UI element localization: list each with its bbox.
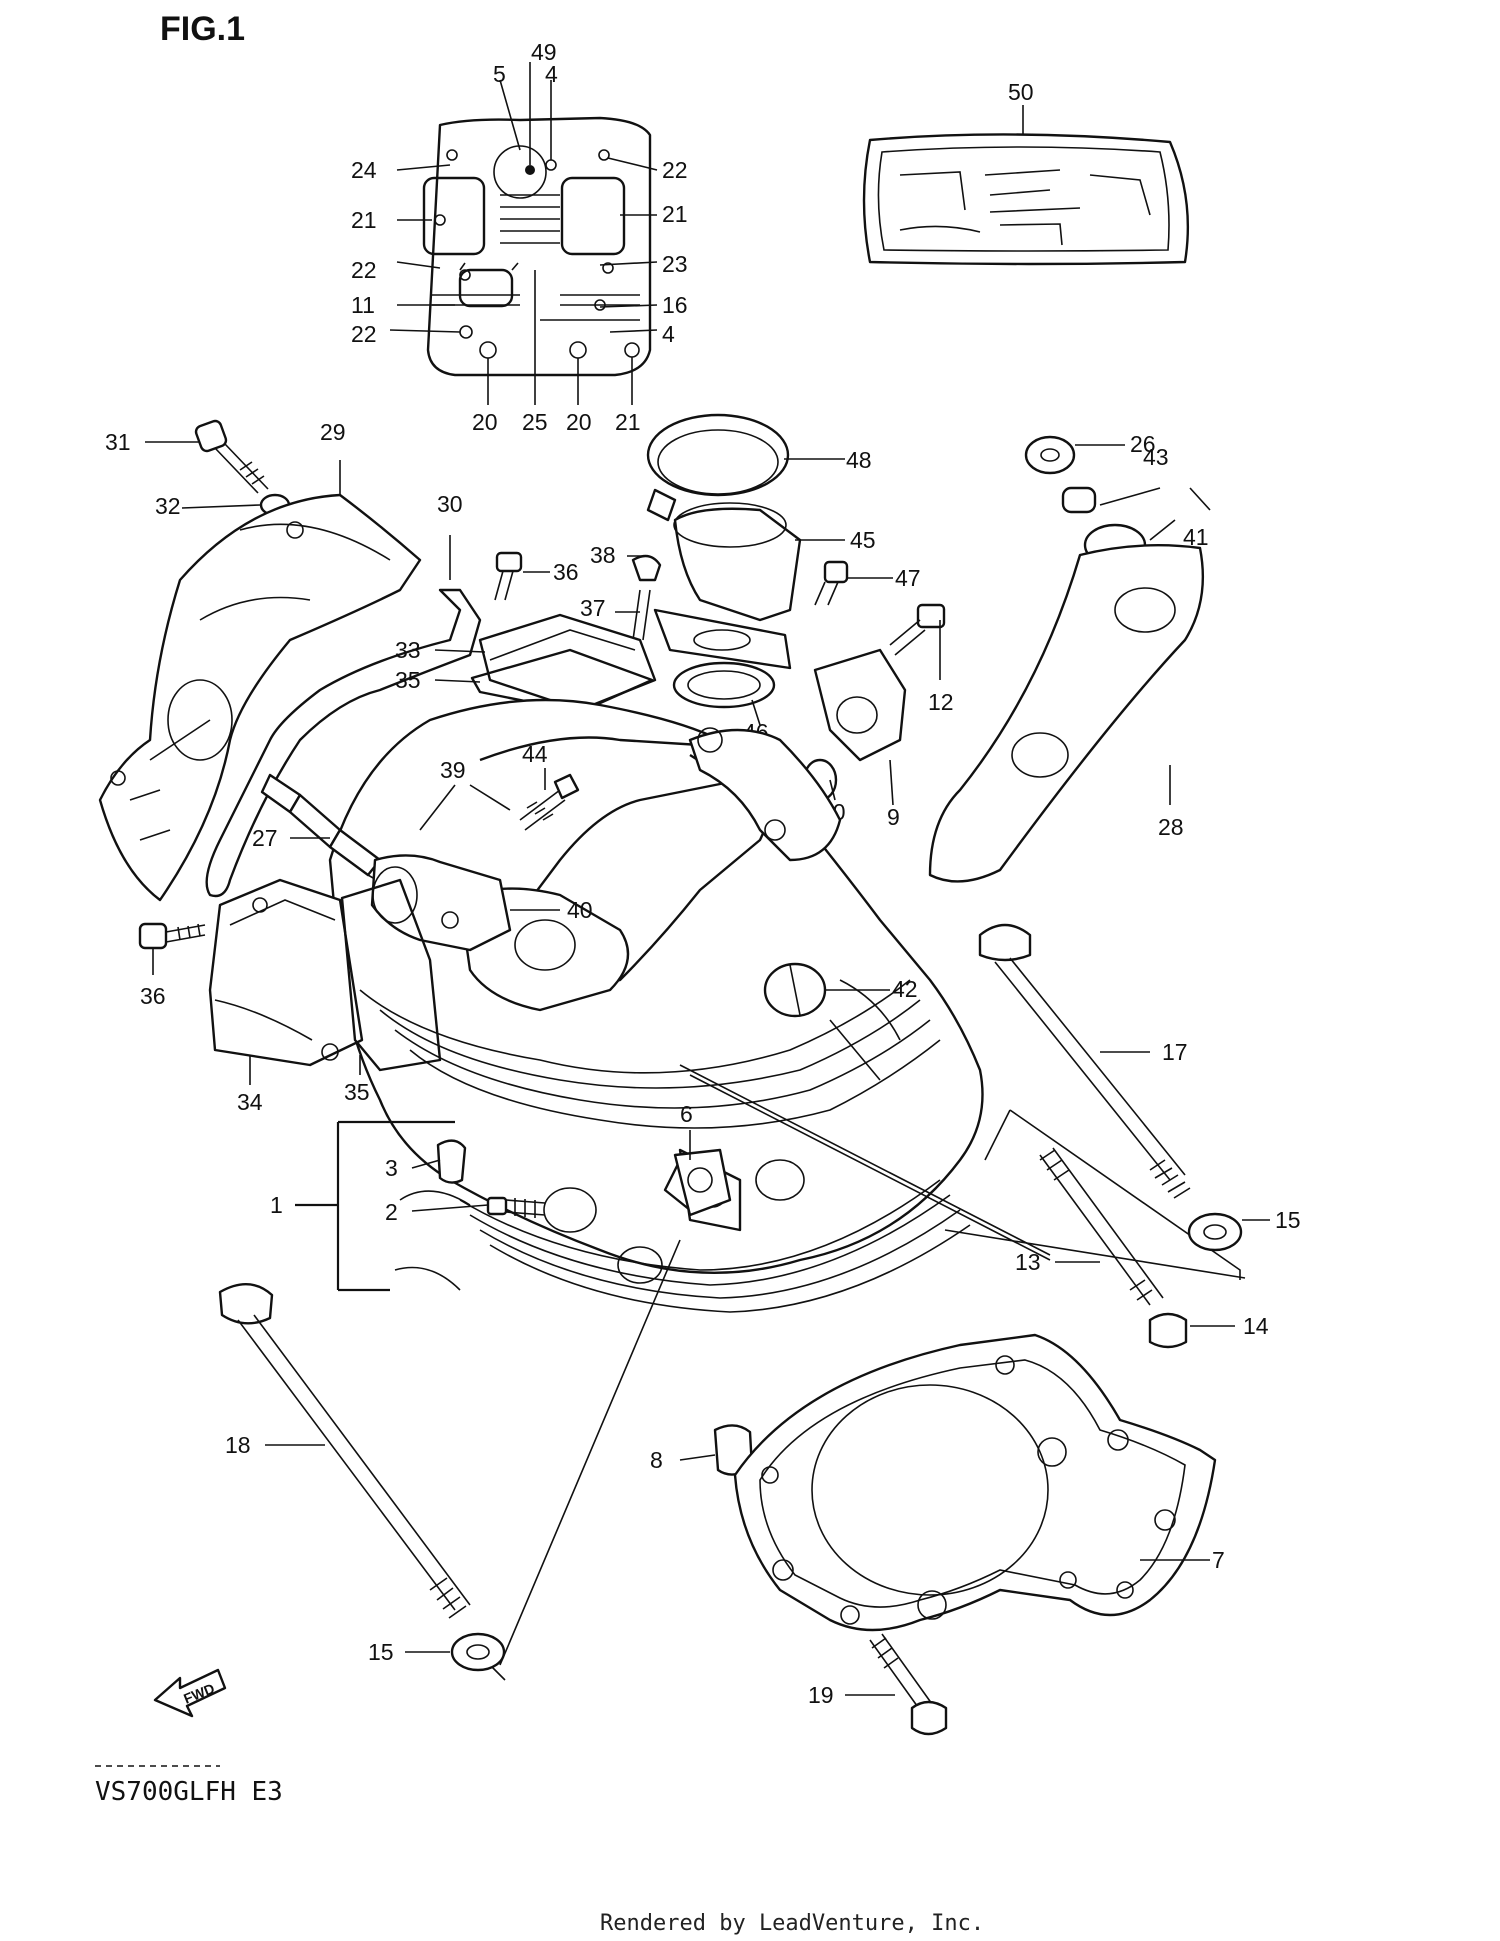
bolt-36-lower [138, 922, 206, 950]
head-gasket-7 [733, 1333, 1217, 1632]
bolt-47 [814, 560, 849, 606]
part-number-label-50: 50 [1008, 79, 1034, 105]
part-number-label-18: 18 [225, 1432, 251, 1458]
part-number-label-28: 28 [1158, 814, 1184, 840]
part-number-label-13: 13 [1015, 1249, 1041, 1275]
spark-plug-27 [260, 773, 393, 883]
part-number-label-22a: 22 [662, 157, 688, 183]
part-number-label-38: 38 [590, 542, 616, 568]
valve-cover-33 [478, 613, 657, 712]
grommet-43 [1061, 486, 1097, 514]
part-number-label-35a: 35 [395, 667, 421, 693]
dowel-3 [436, 1139, 467, 1184]
part-number-label-42: 42 [892, 976, 918, 1002]
part-number-label-2: 2 [385, 1199, 398, 1225]
part-number-label-36a: 36 [553, 559, 579, 585]
bolt-36-top [494, 551, 523, 601]
figure-title: FIG.1 [160, 10, 245, 48]
part-number-label-49: 49 [531, 39, 557, 65]
washer-15-right [1187, 1212, 1243, 1252]
part-number-label-40: 40 [567, 897, 593, 923]
stud-13 [1039, 1147, 1164, 1306]
part-number-label-29: 29 [320, 419, 346, 445]
part-number-label-15a: 15 [1275, 1207, 1301, 1233]
part-number-label-44: 44 [522, 741, 548, 767]
part-number-label-32: 32 [155, 493, 181, 519]
model-code: VS700GLFH E3 [95, 1777, 283, 1807]
sensor-44 [519, 773, 580, 831]
part-number-label-1: 1 [270, 1192, 283, 1218]
part-number-label-21b: 21 [662, 201, 688, 227]
water-outlet-39 [370, 854, 512, 952]
gasket-30 [205, 588, 482, 898]
part-number-label-26: 26 [1130, 431, 1156, 457]
part-number-label-34: 34 [237, 1089, 263, 1115]
part-number-label-24: 24 [351, 157, 377, 183]
part-number-label-47: 47 [895, 565, 921, 591]
valve-cover-34 [208, 878, 364, 1067]
part-number-label-31: 31 [105, 429, 131, 455]
intake-pipe-45 [653, 502, 802, 670]
part-number-label-48: 48 [846, 447, 872, 473]
bolt-12 [889, 603, 946, 656]
part-number-label-39: 39 [440, 757, 466, 783]
intake-gasket-46 [672, 661, 776, 709]
part-number-label-4a: 4 [545, 61, 558, 87]
head-cover-28 [928, 544, 1205, 883]
part-number-label-36b: 36 [140, 983, 166, 1009]
part-number-label-43: 43 [1143, 444, 1169, 470]
part-number-label-22b: 22 [351, 257, 377, 283]
gasket-35-lower [340, 878, 442, 1072]
part-number-label-5: 5 [493, 61, 506, 87]
head-bolt-18 [218, 1283, 471, 1619]
part-number-label-4b: 4 [662, 321, 675, 347]
cylinder-head-1 [328, 698, 984, 1313]
part-number-label-14: 14 [1243, 1313, 1269, 1339]
part-number-label-25: 25 [522, 409, 548, 435]
part-number-label-23: 23 [662, 251, 688, 277]
washer-26 [1024, 435, 1076, 475]
part-number-label-8: 8 [650, 1447, 663, 1473]
side-cover-29 [98, 493, 422, 902]
part-number-label-33: 33 [395, 637, 421, 663]
part-number-label-16: 16 [662, 292, 688, 318]
part-number-label-20a: 20 [472, 409, 498, 435]
part-number-label-22c: 22 [351, 321, 377, 347]
part-number-label-6: 6 [680, 1101, 693, 1127]
nut-14 [1148, 1312, 1188, 1349]
fwd-arrow-icon: FWD [153, 1668, 227, 1718]
thermostat-cover-9 [813, 648, 907, 762]
part-number-label-30: 30 [437, 491, 463, 517]
part-number-label-15b: 15 [368, 1639, 394, 1665]
part-number-label-20b: 20 [566, 409, 592, 435]
part-number-label-7: 7 [1212, 1547, 1225, 1573]
intake-clamp-48 [646, 413, 790, 522]
stud-2 [486, 1196, 546, 1218]
part-number-label-37: 37 [580, 595, 606, 621]
part-number-label-11: 11 [351, 292, 375, 318]
bolt-31 [194, 419, 269, 494]
part-number-label-9: 9 [887, 804, 900, 830]
part-number-label-17: 17 [1162, 1039, 1188, 1065]
nut-38 [631, 554, 662, 582]
stud-37 [632, 589, 651, 641]
cylinder-head-top-view [422, 116, 652, 377]
bolt-19 [869, 1633, 948, 1736]
part-number-label-3: 3 [385, 1155, 398, 1181]
washer-15-lower [450, 1632, 506, 1672]
part-number-label-19: 19 [808, 1682, 834, 1708]
part-number-label-21a: 21 [351, 207, 377, 233]
head-bolt-17 [978, 923, 1191, 1199]
part-number-label-21c: 21 [615, 409, 641, 435]
emblem-plate [862, 133, 1190, 266]
gasket-35-top [470, 648, 654, 714]
part-number-label-35b: 35 [344, 1079, 370, 1105]
part-number-label-45: 45 [850, 527, 876, 553]
part-number-label-27: 27 [252, 825, 278, 851]
part-number-label-12: 12 [928, 689, 954, 715]
footer-credit: Rendered by LeadVenture, Inc. [600, 1911, 984, 1936]
part-1-bracket [295, 1120, 455, 1292]
